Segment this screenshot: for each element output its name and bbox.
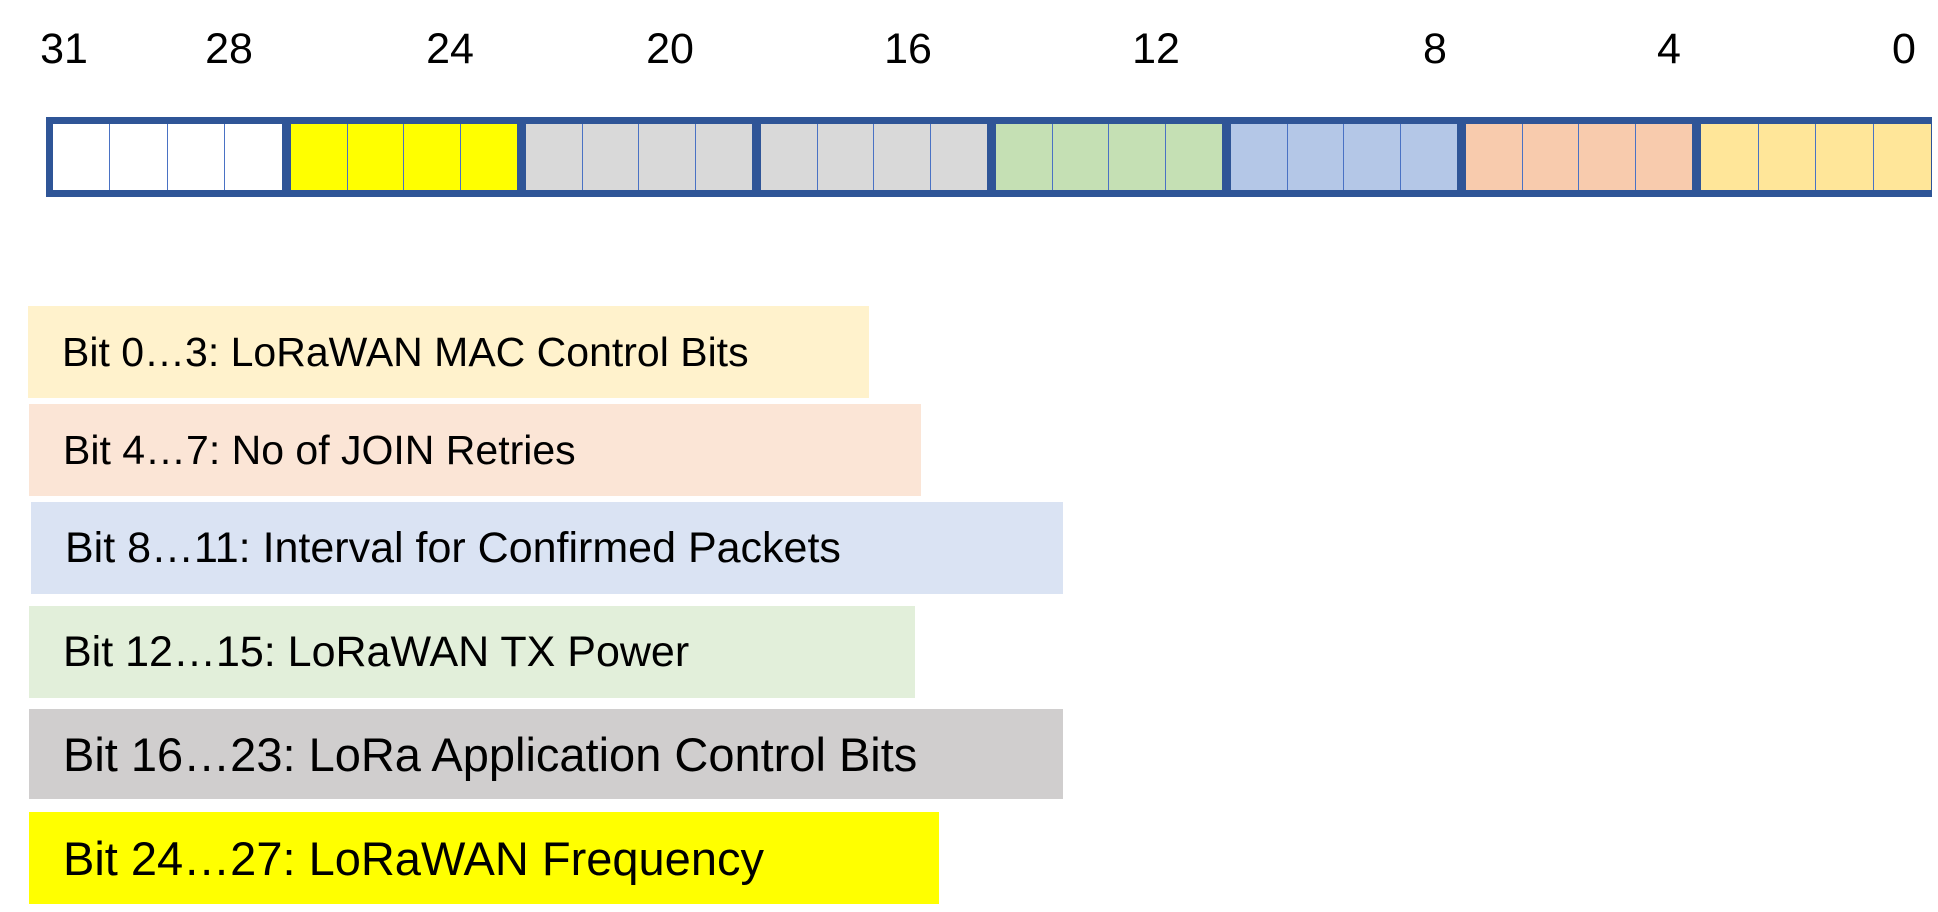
legend-label: Bit 24…27: LoRaWAN Frequency <box>63 831 764 885</box>
bit-cell-20 <box>695 124 752 190</box>
bit-index-label: 28 <box>205 25 253 73</box>
bit-cell-7 <box>1466 124 1523 190</box>
bit-cell-2 <box>1758 124 1816 190</box>
bit-cell-13 <box>1109 124 1166 190</box>
legend-label: Bit 0…3: LoRaWAN MAC Control Bits <box>62 328 749 375</box>
bit-cell-6 <box>1522 124 1579 190</box>
bit-cell-22 <box>582 124 639 190</box>
bit-cell-25 <box>404 124 461 190</box>
bit-cell-29 <box>167 124 225 190</box>
bit-cell-0 <box>1873 124 1931 190</box>
bit-cell-27 <box>291 124 348 190</box>
bit-cell-21 <box>639 124 696 190</box>
legend-item-confirmed-interval: Bit 8…11: Interval for Confirmed Packets <box>31 502 1063 594</box>
bit-index-labels: 31 28 24 20 16 12 8 4 0 <box>0 28 1938 88</box>
register-bit-field <box>46 117 1932 197</box>
bit-index-label: 20 <box>646 25 694 73</box>
bit-group-28-31 <box>53 124 282 190</box>
bit-cell-9 <box>1344 124 1401 190</box>
bit-cell-3 <box>1701 124 1759 190</box>
bit-cell-12 <box>1165 124 1222 190</box>
bit-cell-19 <box>761 124 818 190</box>
bit-group-20-23 <box>526 124 752 190</box>
bit-cell-28 <box>224 124 282 190</box>
legend-label: Bit 12…15: LoRaWAN TX Power <box>63 627 690 676</box>
bit-cell-24 <box>460 124 517 190</box>
bit-index-label: 8 <box>1423 25 1447 73</box>
bit-index-label: 4 <box>1657 25 1681 73</box>
bit-cell-14 <box>1052 124 1109 190</box>
bit-cell-31 <box>53 124 111 190</box>
bit-index-label: 12 <box>1132 25 1180 73</box>
legend-label: Bit 16…23: LoRa Application Control Bits <box>63 727 918 781</box>
bit-group-4-7 <box>1466 124 1692 190</box>
bit-index-label: 24 <box>426 25 474 73</box>
bit-cell-5 <box>1579 124 1636 190</box>
bit-cell-17 <box>874 124 931 190</box>
legend-item-join-retries: Bit 4…7: No of JOIN Retries <box>29 404 921 496</box>
legend-label: Bit 8…11: Interval for Confirmed Packets <box>65 523 841 572</box>
bit-cell-1 <box>1816 124 1874 190</box>
bit-cell-26 <box>347 124 404 190</box>
bit-cell-4 <box>1635 124 1692 190</box>
bit-index-label: 0 <box>1892 25 1916 73</box>
bit-cell-18 <box>817 124 874 190</box>
bit-cell-15 <box>996 124 1053 190</box>
bit-group-16-19 <box>761 124 987 190</box>
bit-index-label: 16 <box>884 25 932 73</box>
bit-index-label: 31 <box>40 25 88 73</box>
legend-item-mac-control: Bit 0…3: LoRaWAN MAC Control Bits <box>28 306 869 398</box>
bit-group-0-3 <box>1701 124 1931 190</box>
legend-label: Bit 4…7: No of JOIN Retries <box>63 426 576 473</box>
bit-cell-8 <box>1400 124 1457 190</box>
bit-cell-10 <box>1287 124 1344 190</box>
legend-item-tx-power: Bit 12…15: LoRaWAN TX Power <box>29 606 915 698</box>
bit-cell-16 <box>930 124 987 190</box>
bit-group-12-15 <box>996 124 1222 190</box>
bit-cell-11 <box>1231 124 1288 190</box>
legend-item-frequency: Bit 24…27: LoRaWAN Frequency <box>29 812 939 904</box>
bit-cell-23 <box>526 124 583 190</box>
bit-group-8-11 <box>1231 124 1457 190</box>
legend-item-application-control: Bit 16…23: LoRa Application Control Bits <box>29 709 1063 799</box>
bit-cell-30 <box>110 124 168 190</box>
bit-group-24-27 <box>291 124 517 190</box>
